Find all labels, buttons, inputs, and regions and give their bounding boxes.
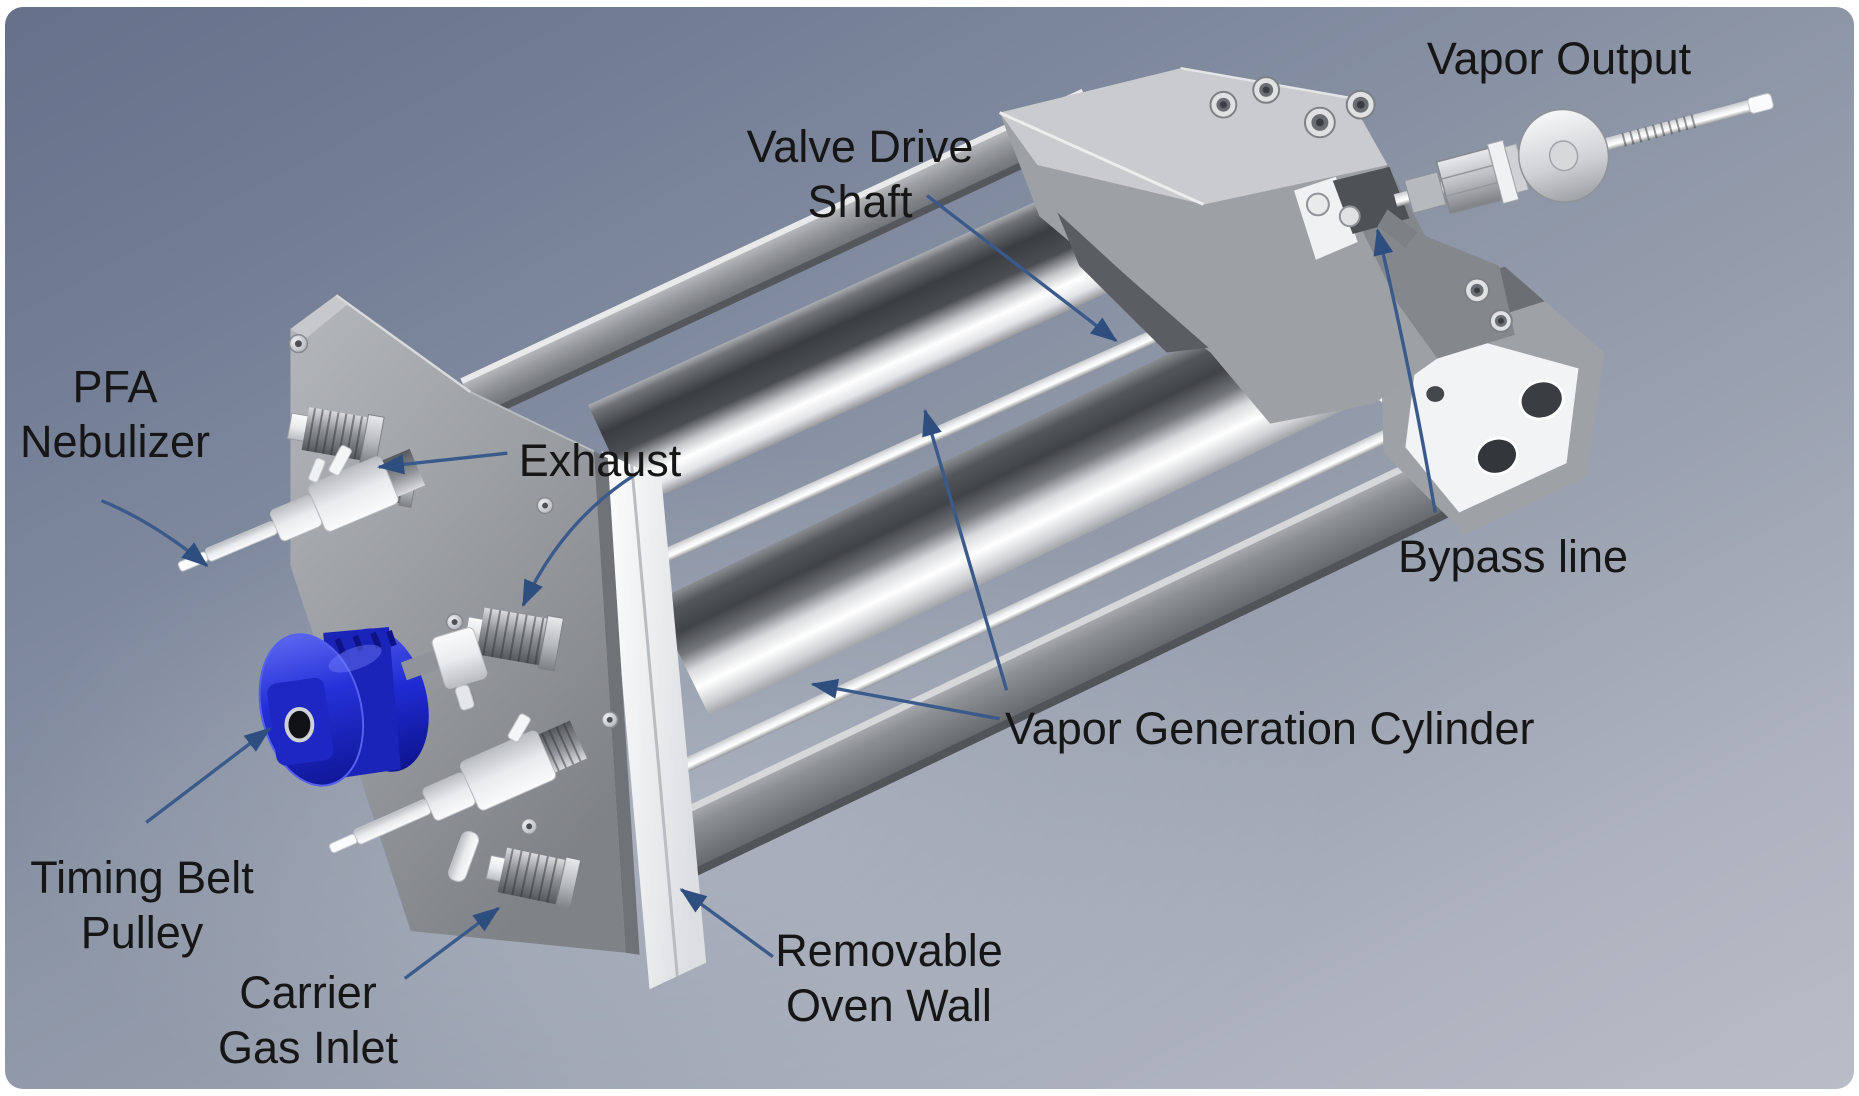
socket-screw	[1209, 76, 1513, 333]
arrow-pfa-nebulizer	[100, 499, 209, 568]
oven-frame-bottom-rail	[666, 448, 1467, 877]
lower-port-fitting-3d	[328, 713, 587, 882]
label-vapor-generation-cylinder: Vapor Generation Cylinder	[1005, 703, 1535, 754]
guide-rod-lower	[668, 411, 1430, 779]
vapor-generation-cylinder-bottom	[653, 269, 1399, 716]
label-carrier-gas-inlet: Carrier Gas Inlet	[217, 967, 399, 1073]
arrow-vapor-gen-cylinder-lower	[810, 678, 1000, 721]
pfa-nebulizer-3d	[177, 445, 426, 572]
label-bypass-line: Bypass line	[1397, 531, 1629, 582]
label-timing-belt-pulley: Timing Belt Pulley	[30, 852, 254, 958]
annotation-arrows	[100, 194, 1437, 980]
arrow-removable-oven-wall	[679, 888, 774, 959]
arrow-timing-belt-pulley	[145, 727, 272, 824]
rail-bore-hole	[1518, 379, 1565, 421]
oven-frame-top-rail	[460, 88, 1102, 422]
bypass-line-stub	[1377, 209, 1418, 248]
label-pfa-nebulizer: PFA Nebulizer	[19, 361, 211, 467]
arrow-carrier-gas-inlet	[403, 906, 500, 980]
label-exhaust: Exhaust	[518, 435, 682, 486]
arrow-bypass-line	[1373, 228, 1437, 513]
timing-belt-pulley-3d	[258, 626, 429, 787]
exhaust-fitting-lower	[464, 607, 565, 672]
pulley-bore	[284, 706, 315, 743]
arrow-vapor-gen-cylinder-upper	[922, 408, 1009, 691]
label-valve-drive-shaft: Valve Drive Shaft	[746, 121, 974, 227]
carrier-gas-inlet-fitting	[485, 847, 582, 911]
rail-bore-hole	[1474, 436, 1519, 476]
vapor-output-shaft	[1393, 93, 1774, 215]
label-removable-oven-wall: Removable Oven Wall	[775, 925, 1003, 1031]
valve-end-block	[999, 66, 1515, 424]
arrow-exhaust-lower	[521, 471, 639, 608]
machine-3d-drawing	[100, 66, 1774, 990]
exhaust-fitting-upper	[286, 407, 385, 467]
label-vapor-output: Vapor Output	[1426, 33, 1692, 84]
arrow-valve-drive-shaft	[925, 194, 1118, 343]
render-background: Vapor Output Valve Drive Shaft PFA Nebul…	[5, 7, 1854, 1089]
pulley-shaft-coupler	[400, 627, 488, 711]
removable-oven-wall-3d	[593, 451, 707, 990]
arrow-exhaust-upper	[376, 451, 508, 475]
